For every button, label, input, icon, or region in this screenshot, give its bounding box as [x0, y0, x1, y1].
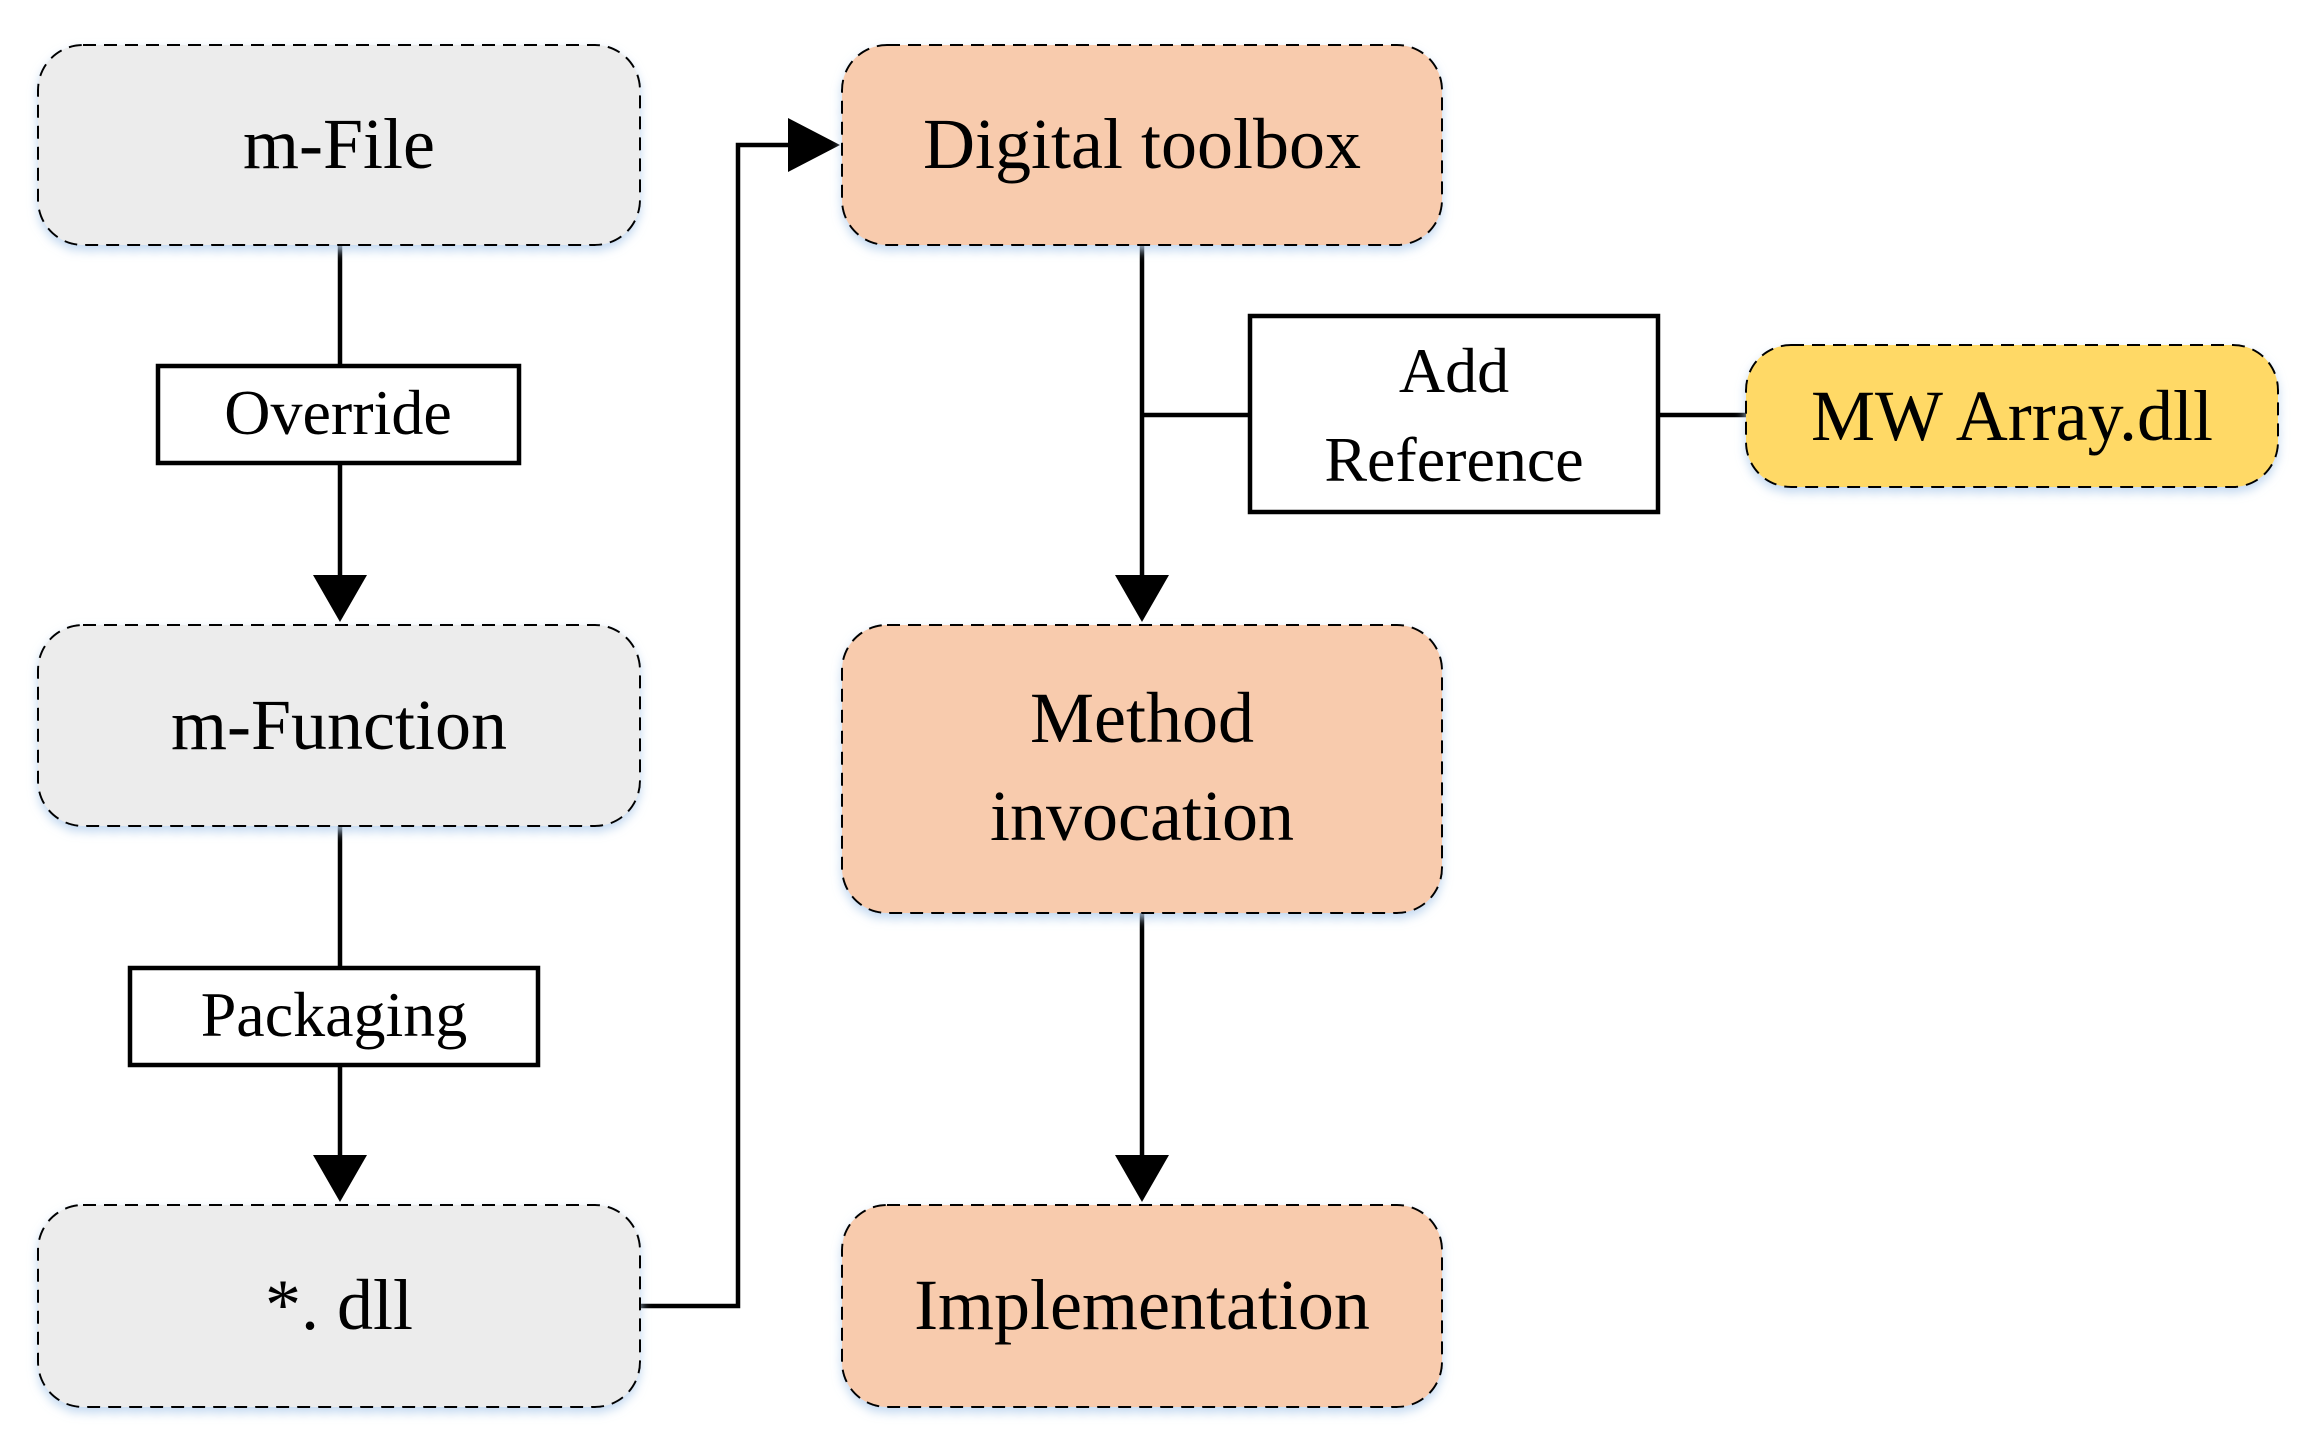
- node-m-function-label: m-Function: [171, 685, 507, 765]
- edge-label-add-reference: Add Reference: [1247, 313, 1661, 515]
- node-method-invocation-line1: Method: [1030, 678, 1254, 758]
- node-dll: *. dll: [37, 1204, 641, 1408]
- edge-label-packaging-text: Packaging: [201, 979, 468, 1050]
- node-mw-array-label: MW Array.dll: [1811, 376, 2213, 456]
- arrowhead-dll: [313, 1155, 367, 1202]
- edge-label-override-text: Override: [224, 377, 451, 448]
- edge-label-add-reference-line1: Add: [1399, 335, 1509, 406]
- node-m-function: m-Function: [37, 624, 641, 827]
- edge-label-packaging: Packaging: [127, 965, 541, 1068]
- node-mw-array: MW Array.dll: [1745, 344, 2279, 488]
- arrowhead-mfunction: [313, 575, 367, 622]
- node-implementation: Implementation: [841, 1204, 1443, 1408]
- node-digital-toolbox: Digital toolbox: [841, 44, 1443, 246]
- arrowhead-method: [1115, 575, 1169, 622]
- node-implementation-label: Implementation: [914, 1265, 1370, 1345]
- node-dll-label: *. dll: [265, 1265, 413, 1345]
- node-m-file: m-File: [37, 44, 641, 246]
- node-method-invocation: Method invocation: [841, 624, 1443, 914]
- arrowhead-implementation: [1115, 1155, 1169, 1202]
- connector-dll-toolbox: [640, 142, 790, 1309]
- node-method-invocation-line2: invocation: [990, 776, 1294, 856]
- node-m-file-label: m-File: [243, 104, 435, 184]
- arrowhead-toolbox: [788, 118, 840, 172]
- edge-label-override: Override: [155, 363, 522, 466]
- edge-label-add-reference-line2: Reference: [1324, 424, 1583, 495]
- node-digital-toolbox-label: Digital toolbox: [923, 104, 1361, 184]
